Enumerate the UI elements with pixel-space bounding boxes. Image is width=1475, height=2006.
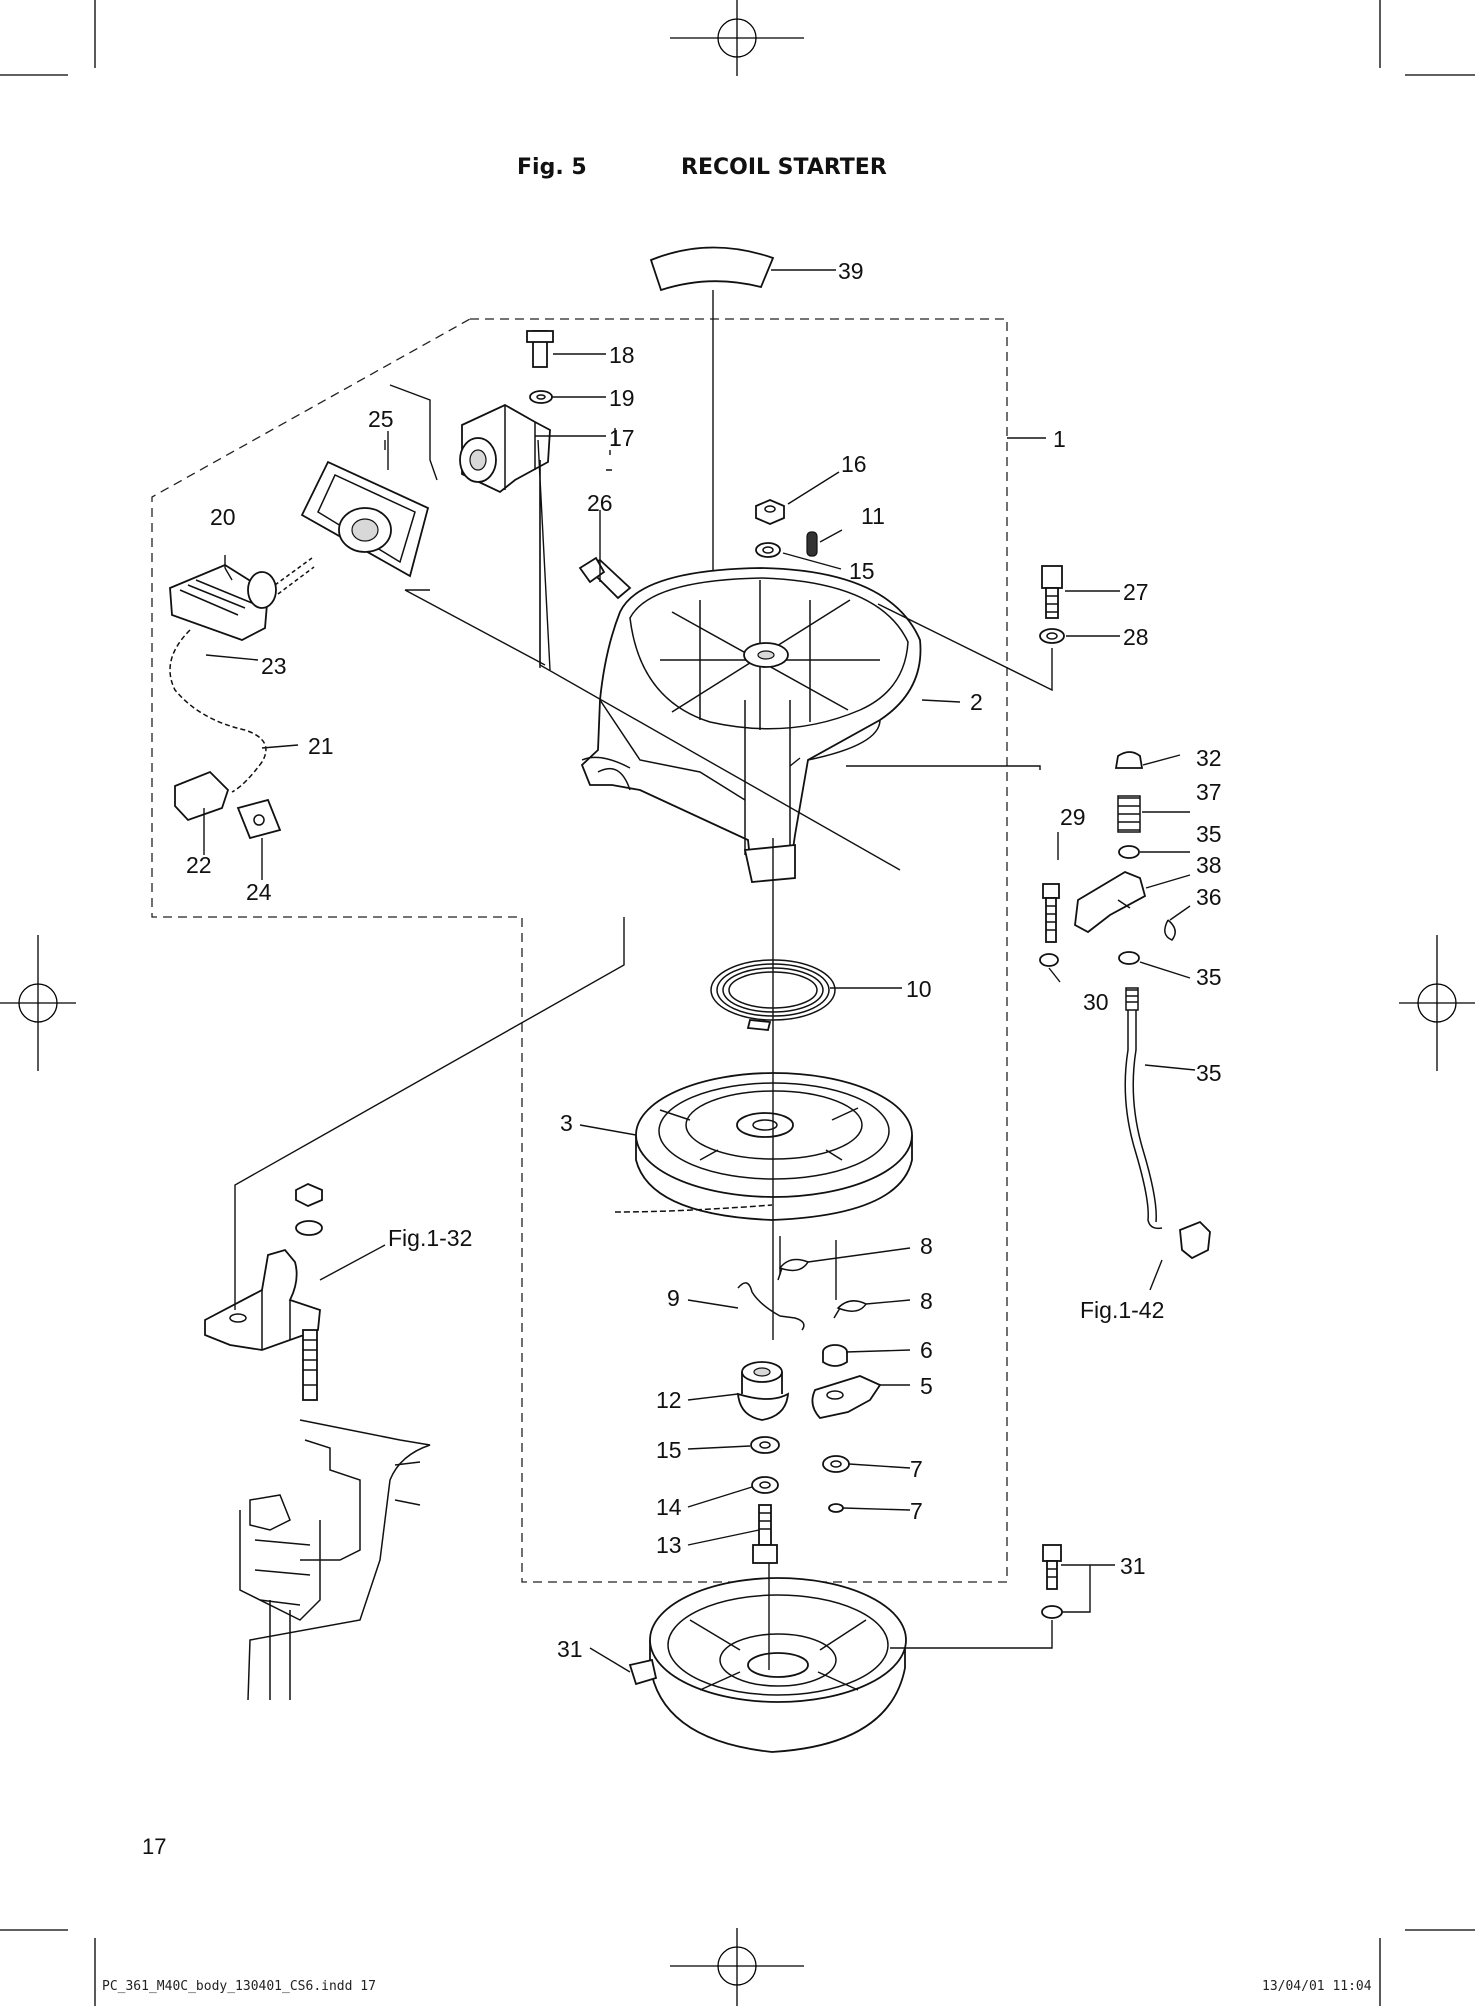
registration-mark-right (1399, 935, 1475, 1071)
callout-labels: 39 1 18 19 17 25 16 11 26 20 15 27 28 23… (186, 258, 1222, 1662)
start-in-gear-lockout-group (1039, 751, 1211, 1260)
page-number: 17 (142, 1834, 166, 1859)
registration-mark-bottom (670, 1928, 804, 2006)
callout-15a: 15 (849, 558, 875, 584)
footer-timestamp: 13/04/01 11:04 (1262, 1979, 1372, 1994)
starter-case-2 (580, 567, 922, 883)
bolt-26 (578, 556, 632, 600)
callout-34: 35 (1196, 1060, 1222, 1086)
callout-1: 1 (1053, 426, 1066, 452)
nut-washer-pin-group (755, 499, 818, 558)
crankcase-reference-group (204, 1183, 431, 1701)
reel-3 (614, 1072, 913, 1221)
callout-15b: 15 (656, 1437, 682, 1463)
callout-27: 27 (1123, 579, 1149, 605)
starter-cover-31 (628, 1577, 907, 1753)
callout-39: 39 (838, 258, 864, 284)
callout-25: 25 (368, 406, 394, 432)
callout-31: 31 (557, 1636, 583, 1662)
callout-33: 32 (1196, 745, 1222, 771)
callout-16: 16 (841, 451, 867, 477)
callout-38: 38 (1196, 852, 1222, 878)
callout-24: 24 (246, 879, 272, 905)
callout-6: 7 (910, 1456, 923, 1482)
callout-29: 29 (1060, 804, 1086, 830)
figure-title: RECOIL STARTER (681, 155, 887, 180)
reference-fig-1-32: Fig.1-32 (388, 1225, 472, 1251)
callout-18: 18 (609, 342, 635, 368)
callout-5: 6 (920, 1337, 933, 1363)
callout-10: 10 (906, 976, 932, 1002)
callout-3: 3 (560, 1110, 573, 1136)
leader-lines (203, 269, 1196, 1673)
registration-mark-left (0, 935, 76, 1071)
callout-37: 36 (1196, 884, 1222, 910)
callout-30: 30 (1083, 989, 1109, 1015)
decal-39 (649, 246, 775, 292)
reference-fig-1-42: Fig.1-42 (1080, 1297, 1164, 1323)
callout-12: 12 (656, 1387, 682, 1413)
callout-8a: 8 (920, 1233, 933, 1259)
callout-2: 2 (970, 689, 983, 715)
callout-11: 11 (861, 503, 885, 529)
callout-35a: 35 (1196, 821, 1222, 847)
callout-35b: 35 (1196, 964, 1222, 990)
callout-14: 14 (656, 1494, 682, 1520)
callout-32: 31 (1120, 1553, 1146, 1579)
figure-number: Fig. 5 (517, 155, 587, 180)
callout-17: 17 (609, 425, 635, 451)
callout-20: 20 (210, 504, 236, 530)
assembly-boundary (151, 318, 1008, 1583)
callout-36: 37 (1196, 779, 1222, 805)
callout-4: 5 (920, 1373, 933, 1399)
bolt-27-washer-28 (1039, 565, 1065, 644)
callout-9: 9 (667, 1285, 680, 1311)
callout-7: 7 (910, 1498, 923, 1524)
callout-26: 26 (587, 490, 613, 516)
callout-13: 13 (656, 1532, 682, 1558)
callout-22: 22 (186, 852, 212, 878)
footer-filename: PC_361_M40C_body_130401_CS6.indd 17 (102, 1979, 376, 1994)
callout-21: 21 (308, 733, 334, 759)
callout-23: 23 (261, 653, 287, 679)
registration-mark-top (670, 0, 804, 76)
bolt-32 (1041, 1544, 1063, 1619)
callout-19: 19 (609, 385, 635, 411)
pawl-parts-group (736, 1258, 882, 1564)
starter-handle-group (169, 330, 554, 840)
callout-8b: 8 (920, 1288, 933, 1314)
callout-28: 28 (1123, 624, 1149, 650)
